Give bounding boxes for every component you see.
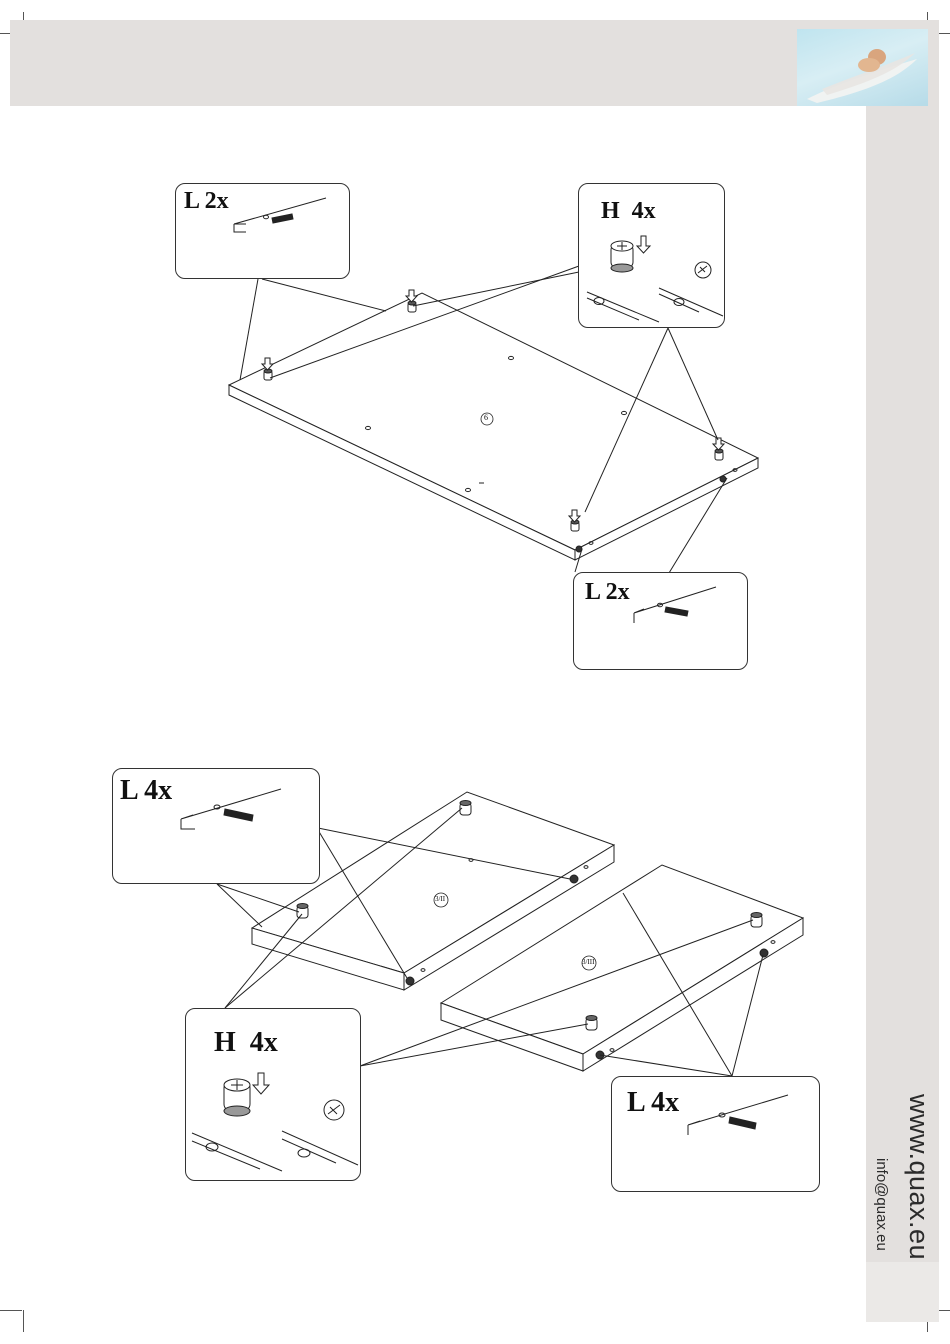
panel-6 [229,293,758,560]
screwdriver-turn-icon [324,1100,344,1120]
dowel-icon [176,184,349,278]
cam-lock-icon [224,1079,250,1116]
panel-number-3-iii: 3/III [582,958,594,966]
callout-dowel-top-left: L 2x [175,183,350,279]
panel-number-6: 6 [484,413,488,422]
cam-lock-icon [611,241,633,272]
callout-hardware-top: H 4x [578,183,725,328]
arrow-down-icon [637,236,650,253]
callout-dowel-bottom-right: L 4x [611,1076,820,1192]
dowel-icon [574,573,747,669]
dowel-icon [113,769,319,883]
callout-dowel-bottom-left: L 4x [112,768,320,884]
screwdriver-turn-icon [695,262,711,278]
rotation-guide [192,1131,358,1171]
rotation-guide [587,288,723,322]
arrow-down-icon [253,1073,269,1094]
callout-dowel-top-right: L 2x [573,572,748,670]
callout-hardware-bottom: H 4x [185,1008,361,1181]
panel-number-3-ii: 3/II [435,895,445,903]
dowel-icon [612,1077,819,1191]
